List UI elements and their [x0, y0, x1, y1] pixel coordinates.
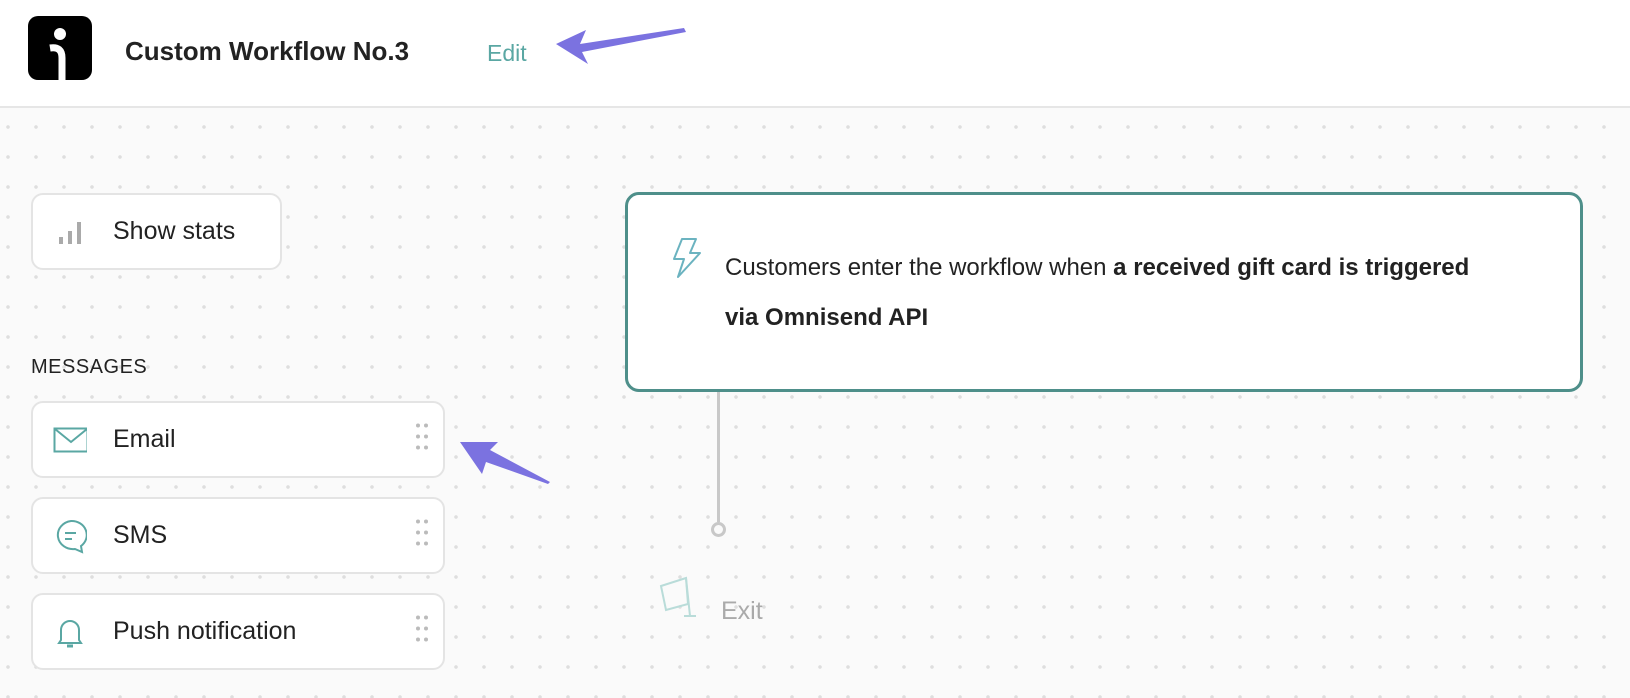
- bar-chart-icon: [53, 219, 87, 245]
- lightning-icon: [670, 237, 704, 284]
- show-stats-button[interactable]: Show stats: [31, 193, 282, 270]
- app-logo[interactable]: [28, 16, 92, 80]
- connector-line: [717, 392, 720, 522]
- annotation-arrow-icon: [556, 28, 686, 64]
- messages-section-title: MESSAGES: [31, 356, 148, 378]
- edit-title-link[interactable]: Edit: [487, 40, 527, 66]
- annotation-arrow-icon: [460, 442, 550, 484]
- drag-handle-icon[interactable]: [415, 518, 429, 553]
- trigger-text-condition: a received gift card is triggered via Om…: [725, 254, 1470, 331]
- chat-bubble-icon: [53, 518, 87, 554]
- drag-handle-icon[interactable]: [415, 614, 429, 649]
- drag-handle-icon[interactable]: [415, 422, 429, 457]
- email-label: Email: [113, 425, 176, 453]
- push-notification-label: Push notification: [113, 617, 297, 645]
- connector-node[interactable]: [711, 522, 726, 537]
- trigger-description: Customers enter the workflow when a rece…: [725, 243, 1485, 343]
- message-item-sms[interactable]: SMS: [31, 497, 445, 574]
- message-item-push-notification[interactable]: Push notification: [31, 593, 445, 670]
- workflow-title: Custom Workflow No.3: [125, 36, 410, 66]
- sms-label: SMS: [113, 521, 168, 549]
- flag-icon: [658, 574, 698, 623]
- show-stats-label: Show stats: [113, 217, 236, 245]
- trigger-text-prefix: Customers enter the workflow when: [725, 254, 1114, 281]
- header: Custom Workflow No.3 Edit: [0, 0, 1630, 108]
- trigger-card[interactable]: Customers enter the workflow when a rece…: [625, 192, 1583, 392]
- message-item-email[interactable]: Email: [31, 401, 445, 478]
- envelope-icon: [53, 427, 87, 453]
- exit-label: Exit: [721, 597, 763, 625]
- bell-icon: [53, 615, 87, 649]
